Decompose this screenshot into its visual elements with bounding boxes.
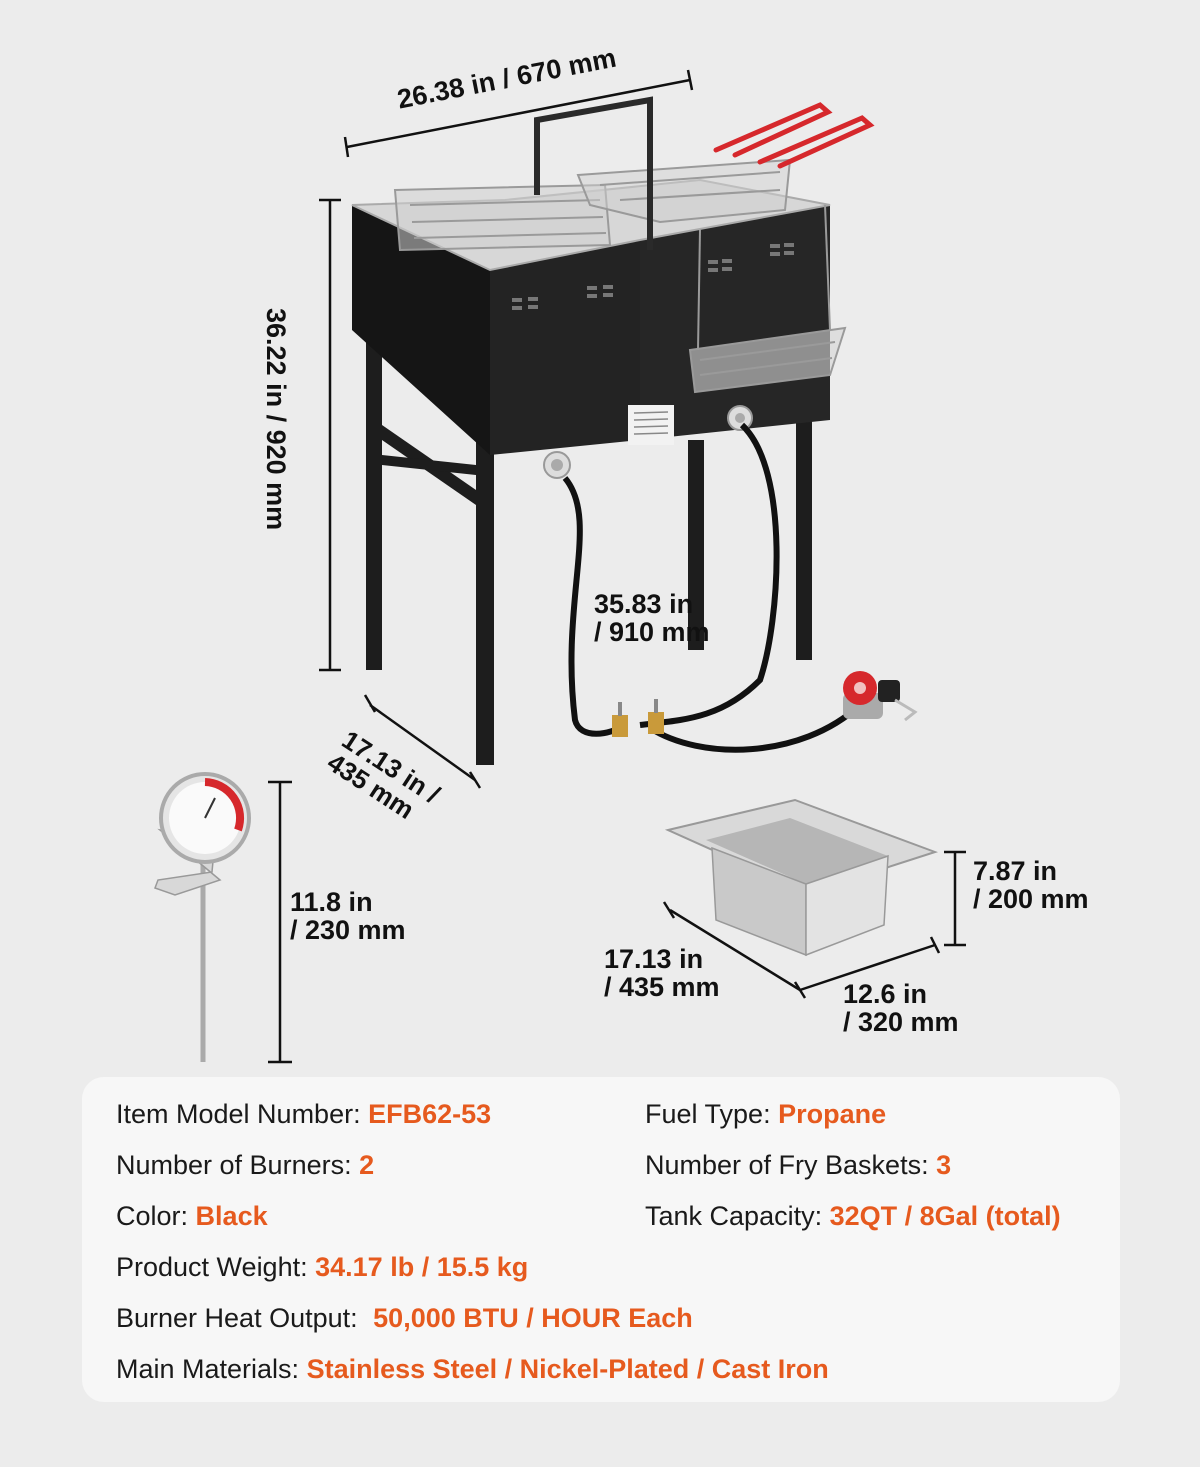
thermometer-length-label: 11.8 in / 230 mm xyxy=(290,888,406,945)
spec-label: Color: xyxy=(116,1201,189,1231)
hose-length-line2: / 910 mm xyxy=(594,617,710,648)
spec-value: Propane xyxy=(778,1099,887,1129)
spec-label: Item Model Number: xyxy=(116,1099,361,1129)
spec-fry-baskets: Number of Fry Baskets: 3 xyxy=(645,1150,951,1181)
spec-color: Color: Black xyxy=(116,1201,268,1232)
spec-value: EFB62-53 xyxy=(368,1099,492,1129)
thermometer-length-line1: 11.8 in xyxy=(290,887,373,917)
stainless-pot xyxy=(664,798,939,957)
pot-width-label: 12.6 in / 320 mm xyxy=(843,980,959,1037)
height-dimension-line xyxy=(319,198,341,672)
fryer-legs xyxy=(366,330,812,765)
pot-width-line2: / 320 mm xyxy=(843,1007,959,1038)
pot-height-line1: 7.87 in xyxy=(973,856,1058,886)
propane-regulator xyxy=(843,671,918,722)
spec-value: 32QT / 8Gal (total) xyxy=(829,1201,1061,1231)
spec-value: 2 xyxy=(359,1150,375,1180)
spec-materials: Main Materials: Stainless Steel / Nickel… xyxy=(116,1354,829,1385)
pot-height-label: 7.87 in / 200 mm xyxy=(973,857,1089,914)
width-dimension-line xyxy=(343,69,694,158)
pot-width-line1: 12.6 in xyxy=(843,979,928,1009)
spec-label: Fuel Type: xyxy=(645,1099,771,1129)
spec-label: Product Weight: xyxy=(116,1252,308,1282)
depth-dimension-line xyxy=(363,694,482,789)
hose-length-line1: 35.83 in xyxy=(594,589,694,619)
spec-label: Tank Capacity: xyxy=(645,1201,823,1231)
pot-length-line2: / 435 mm xyxy=(604,972,720,1003)
hose-length-label: 35.83 in / 910 mm xyxy=(594,590,710,647)
center-handle xyxy=(534,96,653,250)
spec-fuel-type: Fuel Type: Propane xyxy=(645,1099,886,1130)
spec-label: Burner Heat Output: xyxy=(116,1303,358,1333)
gas-hose xyxy=(562,422,863,753)
spec-value: 50,000 BTU / HOUR Each xyxy=(373,1303,693,1333)
fryer-height-text: 36.22 in / 920 mm xyxy=(261,308,291,531)
spec-label: Number of Burners: xyxy=(116,1150,352,1180)
spec-heat-output: Burner Heat Output: 50,000 BTU / HOUR Ea… xyxy=(116,1303,693,1334)
spec-burners: Number of Burners: 2 xyxy=(116,1150,374,1181)
thermometer-dimension-line xyxy=(268,780,292,1064)
spec-label: Number of Fry Baskets: xyxy=(645,1150,929,1180)
thermometer-length-line2: / 230 mm xyxy=(290,915,406,946)
specifications-panel: Item Model Number: EFB62-53 Fuel Type: P… xyxy=(82,1077,1120,1402)
thermometer xyxy=(154,772,251,1062)
spec-weight: Product Weight: 34.17 lb / 15.5 kg xyxy=(116,1252,528,1283)
pot-length-label: 17.13 in / 435 mm xyxy=(604,945,720,1002)
spec-value: 3 xyxy=(936,1150,952,1180)
spec-label: Main Materials: xyxy=(116,1354,300,1384)
spec-value: Stainless Steel / Nickel-Plated / Cast I… xyxy=(306,1354,829,1384)
pot-height-line2: / 200 mm xyxy=(973,884,1089,915)
spec-tank-capacity: Tank Capacity: 32QT / 8Gal (total) xyxy=(645,1201,1061,1232)
pot-dimension-lines xyxy=(662,850,966,999)
spec-model-number: Item Model Number: EFB62-53 xyxy=(116,1099,491,1130)
pot-length-line1: 17.13 in xyxy=(604,944,704,974)
hose-valves xyxy=(612,699,664,737)
spec-value: Black xyxy=(195,1201,268,1231)
fry-baskets xyxy=(393,158,847,394)
red-basket-handles xyxy=(713,102,875,169)
spec-value: 34.17 lb / 15.5 kg xyxy=(315,1252,529,1282)
fryer-height-label: 36.22 in / 920 mm xyxy=(261,308,291,531)
